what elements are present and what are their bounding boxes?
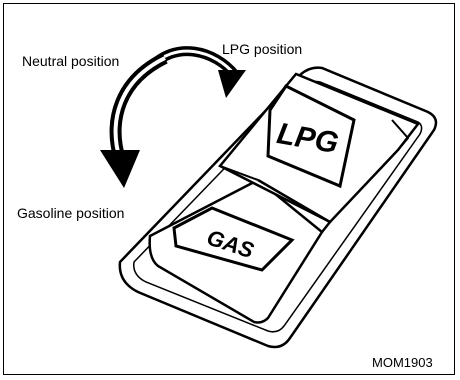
arrow-neutral-to-gasoline: [100, 52, 168, 188]
neutral-position-label: Neutral position: [22, 53, 120, 69]
lpg-key[interactable]: LPG: [266, 84, 356, 189]
figure-code: MOM1903: [372, 355, 433, 370]
lpg-position-label: LPG position: [222, 41, 303, 57]
gas-key[interactable]: GAS: [172, 206, 295, 272]
gasoline-position-label: Gasoline position: [17, 205, 125, 221]
